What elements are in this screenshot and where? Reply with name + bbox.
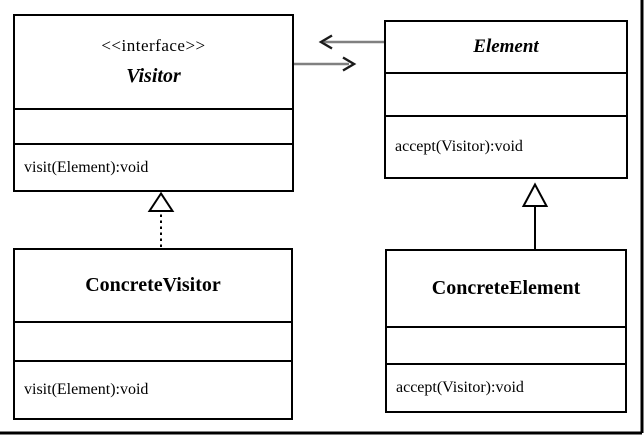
concrete-visitor-attributes-compartment: [15, 321, 291, 360]
association-element-to-visitor-arrow: [318, 34, 384, 50]
concrete-element-title-compartment: ConcreteElement: [387, 251, 625, 326]
class-box-visitor: <<interface>> Visitor visit(Element):voi…: [13, 14, 294, 192]
visitor-method-label: visit(Element):void: [24, 158, 149, 176]
concrete-visitor-methods-compartment: visit(Element):void: [15, 360, 291, 418]
visitor-attributes-compartment: [15, 108, 292, 143]
concrete-element-methods-compartment: accept(Visitor):void: [387, 363, 625, 411]
concrete-visitor-title-compartment: ConcreteVisitor: [15, 250, 291, 321]
class-box-concrete-element: ConcreteElement accept(Visitor):void: [385, 249, 627, 413]
realization-concretevisitor-to-visitor: [147, 191, 175, 247]
class-box-element: Element accept(Visitor):void: [384, 20, 628, 179]
hollow-triangle-icon: [521, 182, 549, 207]
class-box-concrete-visitor: ConcreteVisitor visit(Element):void: [13, 248, 293, 420]
element-class-name: Element: [473, 36, 539, 57]
visitor-class-name: Visitor: [126, 65, 181, 87]
concrete-element-method-label: accept(Visitor):void: [396, 379, 524, 396]
element-title-compartment: Element: [386, 22, 626, 72]
element-methods-compartment: accept(Visitor):void: [386, 115, 626, 177]
visitor-methods-compartment: visit(Element):void: [15, 143, 292, 190]
visitor-title-compartment: <<interface>> Visitor: [15, 16, 292, 108]
hollow-triangle-icon: [147, 191, 175, 212]
visitor-stereotype-label: <<interface>>: [101, 36, 206, 55]
concrete-visitor-method-label: visit(Element):void: [24, 381, 149, 398]
concrete-element-attributes-compartment: [387, 326, 625, 363]
concrete-visitor-class-name: ConcreteVisitor: [85, 274, 221, 296]
generalization-concreteelement-to-element: [521, 182, 549, 251]
open-arrowhead-left-icon: [318, 34, 333, 50]
association-visitor-to-element-arrow: [294, 56, 357, 72]
element-method-label: accept(Visitor):void: [395, 138, 523, 155]
open-arrowhead-right-icon: [342, 56, 357, 72]
concrete-element-class-name: ConcreteElement: [431, 277, 581, 299]
element-attributes-compartment: [386, 72, 626, 115]
